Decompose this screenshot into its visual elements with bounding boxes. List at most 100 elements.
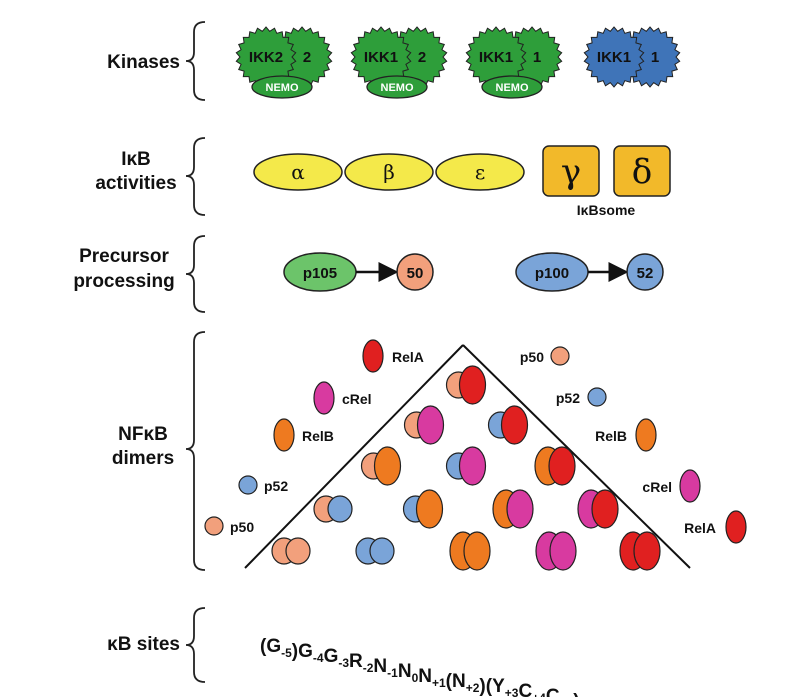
subunit-p50-marker	[550, 346, 570, 366]
dimer-subunit-RelA	[500, 405, 529, 445]
kinase-left-subunit	[583, 26, 645, 88]
dimer-subunit-RelA	[591, 489, 619, 529]
p50-product-circle	[396, 253, 434, 291]
nemo-subunit	[366, 75, 428, 99]
dimer-subunit-p52	[327, 495, 353, 523]
nemo-label: NEMO	[381, 82, 414, 94]
kb-site-base: )	[573, 691, 579, 697]
subunit-cRel-marker	[679, 469, 701, 503]
dimer-cRel-cRel	[535, 531, 577, 571]
kinase-right-label: 2	[303, 49, 311, 66]
ikb-epsilon-ellipse	[435, 153, 525, 191]
ikb-gamma-label: γ	[561, 152, 581, 192]
subunit-p50-label: p50	[230, 519, 254, 535]
nfkb-dimer-triangle	[244, 344, 691, 569]
subunit-RelB-label: RelB	[595, 428, 627, 444]
dimer-subunit-cRel	[416, 405, 445, 445]
subunit-cRel-marker	[313, 381, 335, 415]
dimer-subunit-RelA	[633, 531, 661, 571]
kb-site-base: (N	[446, 671, 466, 692]
kinase-left-label: IKK1	[364, 49, 398, 66]
row-label-ikb-line1: IκB	[121, 149, 151, 170]
p105-label: p105	[303, 265, 337, 282]
kb-site-base: R	[349, 651, 363, 672]
subunit-RelA-label: RelA	[392, 349, 424, 365]
brace-kb-sites	[185, 607, 206, 683]
ikb-gamma-box	[542, 145, 600, 197]
precursor-processing: p105 50 p100 52	[283, 252, 664, 292]
brace-nfkb	[185, 331, 206, 571]
subunit-RelB-marker	[635, 418, 657, 452]
triangle-left-edge	[244, 344, 464, 569]
dimer-subunit-RelA	[548, 446, 576, 486]
kinase-complex: IKK1 1	[583, 26, 681, 88]
brace-precursor	[185, 235, 206, 313]
triangle-right-edge	[462, 344, 691, 569]
kb-site-base: G	[324, 646, 339, 667]
ikb-epsilon-label: ε	[475, 160, 485, 184]
kb-site-position: -1	[387, 666, 398, 680]
braces	[185, 21, 206, 683]
ikb-beta-label: β	[383, 160, 395, 184]
p50-product-label: 50	[407, 265, 424, 282]
dimer-p50-p50	[271, 537, 311, 565]
subunit-RelB-label: RelB	[302, 428, 334, 444]
dimer-subunit-RelB	[463, 531, 491, 571]
kb-site-position: -5	[281, 646, 292, 660]
subunit-RelA-marker	[725, 510, 747, 544]
dimer-subunit-RelA	[458, 365, 487, 405]
kb-site-base: C	[546, 686, 560, 697]
kb-site-base: N	[373, 656, 387, 677]
dimer-p52-RelA	[487, 405, 529, 445]
brace-kinases	[185, 21, 206, 101]
dimer-p52-cRel	[445, 446, 487, 486]
dimer-RelB-RelB	[449, 531, 491, 571]
row-label-kinases: Kinases	[107, 52, 180, 73]
ikb-alpha-ellipse	[253, 153, 343, 191]
nfkb-dimers	[271, 365, 661, 571]
ikb-delta-box	[613, 145, 671, 197]
dimer-subunit-cRel	[506, 489, 534, 529]
dimer-RelA-RelA	[619, 531, 661, 571]
subunit-RelA-marker	[362, 339, 384, 373]
dimer-p50-RelB	[360, 446, 402, 486]
kb-site-consensus-sequence: (G-5)G-4G-3R-2N-1N0N+1(N+2)(Y+3C+4C+5)	[260, 636, 580, 697]
subunit-RelA-label: RelA	[684, 520, 716, 536]
kinase-right-label: 1	[651, 49, 659, 66]
nemo-subunit	[481, 75, 543, 99]
row-label-precursor-line2: processing	[73, 271, 174, 292]
brace-ikb	[185, 137, 206, 216]
dimer-subunit-cRel	[458, 446, 487, 486]
dimer-RelB-RelA	[534, 446, 576, 486]
kb-site-base: N	[418, 666, 432, 687]
subunit-cRel-label: cRel	[342, 391, 372, 407]
dimer-cRel-RelA	[577, 489, 619, 529]
kinase-right-label: 2	[418, 49, 426, 66]
kb-site-position: -2	[363, 661, 374, 675]
dimer-subunit-p50	[285, 537, 311, 565]
row-label-nfkb-line2: dimers	[112, 448, 174, 469]
kb-site-position: +3	[505, 686, 519, 697]
dimer-p52-RelB	[402, 489, 444, 529]
kinase-left-label: IKK1	[597, 49, 631, 66]
subunit-p52-label: p52	[264, 478, 288, 494]
nemo-label: NEMO	[496, 82, 529, 94]
ikb-alpha-label: α	[291, 160, 305, 184]
kinase-right-label: 1	[533, 49, 541, 66]
kb-site-position: +4	[532, 691, 546, 697]
dimer-RelB-cRel	[492, 489, 534, 529]
subunit-cRel-label: cRel	[642, 479, 672, 495]
p52-product-label: 52	[637, 265, 654, 282]
ikb-activities: α β ε γ δ IκBsome	[253, 145, 671, 218]
ikbsome-label: IκBsome	[577, 202, 636, 218]
kb-site-base: N	[398, 661, 412, 682]
kb-site-position: +2	[466, 681, 480, 695]
subunit-p52-marker	[587, 387, 607, 407]
kb-site-base: C	[518, 681, 532, 697]
kb-site-position: +1	[432, 676, 446, 690]
subunit-p50-marker	[204, 516, 224, 536]
